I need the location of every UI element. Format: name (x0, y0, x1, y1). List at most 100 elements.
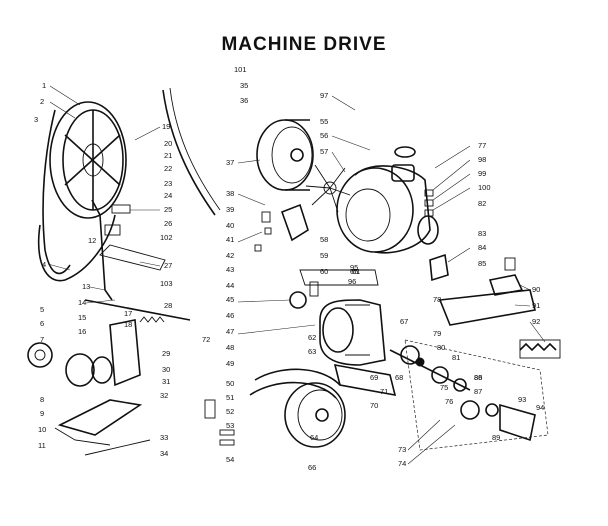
callout-24: 24 (164, 191, 172, 200)
callout-5: 5 (40, 305, 44, 314)
callout-66: 66 (308, 463, 316, 472)
callout-87: 87 (474, 387, 482, 396)
callout-77: 77 (478, 141, 486, 150)
callout-39: 39 (226, 205, 234, 214)
small-hardware-center (204, 211, 319, 446)
callout-2: 2 (40, 97, 44, 106)
callout-9: 9 (40, 409, 44, 418)
callout-65: 65 (350, 267, 358, 276)
callout-96: 96 (348, 277, 356, 286)
callout-55: 55 (320, 117, 328, 126)
callout-16: 16 (78, 327, 86, 336)
callout-50: 50 (226, 379, 234, 388)
callout-3: 3 (34, 115, 38, 124)
long-belt-strip (162, 89, 216, 216)
callout-74: 74 (398, 459, 406, 468)
callout-21: 21 (164, 151, 172, 160)
callout-15: 15 (78, 313, 86, 322)
callout-56: 56 (320, 131, 328, 140)
callout-49: 49 (226, 359, 234, 368)
callout-33: 33 (160, 433, 168, 442)
callout-1: 1 (42, 81, 46, 90)
diagram-title: MACHINE DRIVE (221, 34, 387, 55)
callout-70: 70 (370, 401, 378, 410)
callout-25: 25 (164, 205, 172, 214)
flywheel (256, 119, 314, 191)
callout-80: 80 (437, 343, 445, 352)
callout-78: 78 (433, 295, 441, 304)
mounting-plate (54, 399, 151, 456)
callout-labels: 1 2 3 4 5 6 7 8 9 10 11 12 13 14 15 16 1… (34, 65, 544, 472)
callout-83: 83 (478, 229, 486, 238)
callout-63: 63 (308, 347, 316, 356)
callout-26: 26 (164, 219, 172, 228)
lever-arm (438, 274, 536, 326)
callout-79: 79 (433, 329, 441, 338)
callout-95: 95 (350, 263, 358, 272)
callout-73: 73 (398, 445, 406, 454)
callout-89: 89 (492, 433, 500, 442)
callout-44: 44 (226, 281, 234, 290)
drive-shaft (389, 345, 471, 392)
callout-10: 10 (38, 425, 46, 434)
callout-75: 75 (440, 383, 448, 392)
spring-assembly (104, 204, 165, 323)
callout-46: 46 (226, 311, 234, 320)
callout-34: 34 (160, 449, 168, 458)
callout-58: 58 (320, 235, 328, 244)
drive-belt (37, 214, 116, 282)
callout-40: 40 (226, 221, 234, 230)
callout-76: 76 (445, 397, 453, 406)
callout-93: 93 (518, 395, 526, 404)
callout-6: 6 (40, 319, 44, 328)
callout-4: 4 (42, 260, 46, 269)
callout-102: 102 (160, 233, 173, 242)
clutch-assembly (460, 400, 536, 442)
callout-35: 35 (240, 81, 248, 90)
callout-98: 98 (478, 155, 486, 164)
callout-60: 60 (320, 267, 328, 276)
callout-37: 37 (226, 158, 234, 167)
sub-assembly-outline (404, 339, 549, 451)
callout-18: 18 (124, 320, 132, 329)
callout-7: 7 (40, 335, 44, 344)
callout-62: 62 (308, 333, 316, 342)
callout-14: 14 (78, 298, 86, 307)
callout-94: 94 (536, 403, 544, 412)
callout-41: 41 (226, 235, 234, 244)
callout-72: 72 (202, 335, 210, 344)
callout-28: 28 (164, 301, 172, 310)
callout-23: 23 (164, 179, 172, 188)
callout-57: 57 (320, 147, 328, 156)
callout-8: 8 (40, 395, 44, 404)
callout-97: 97 (320, 91, 328, 100)
callout-53: 53 (226, 421, 234, 430)
callout-48: 48 (226, 343, 234, 352)
callout-69: 69 (370, 373, 378, 382)
pulley-bracket (84, 199, 191, 321)
callout-59: 59 (320, 251, 328, 260)
callout-20: 20 (164, 139, 172, 148)
callout-64: 64 (310, 433, 318, 442)
callout-88: 88 (474, 373, 482, 382)
gear-housing-left (27, 319, 141, 387)
callout-86: 86 (474, 373, 482, 382)
callout-68: 68 (395, 373, 403, 382)
callout-54: 54 (226, 455, 234, 464)
callout-11: 11 (38, 441, 46, 450)
motor (319, 299, 397, 397)
callout-47: 47 (226, 327, 234, 336)
blower-housing (336, 146, 431, 254)
callout-99: 99 (478, 169, 486, 178)
callout-32: 32 (160, 391, 168, 400)
callout-61: 61 (352, 267, 360, 276)
callout-51: 51 (226, 393, 234, 402)
pedal-spring (519, 339, 561, 359)
callout-71: 71 (380, 387, 388, 396)
callout-100: 100 (478, 183, 491, 192)
small-hardware-top-right (424, 189, 516, 282)
callout-84: 84 (478, 243, 486, 252)
callout-19: 19 (162, 122, 170, 131)
callout-31: 31 (162, 377, 170, 386)
